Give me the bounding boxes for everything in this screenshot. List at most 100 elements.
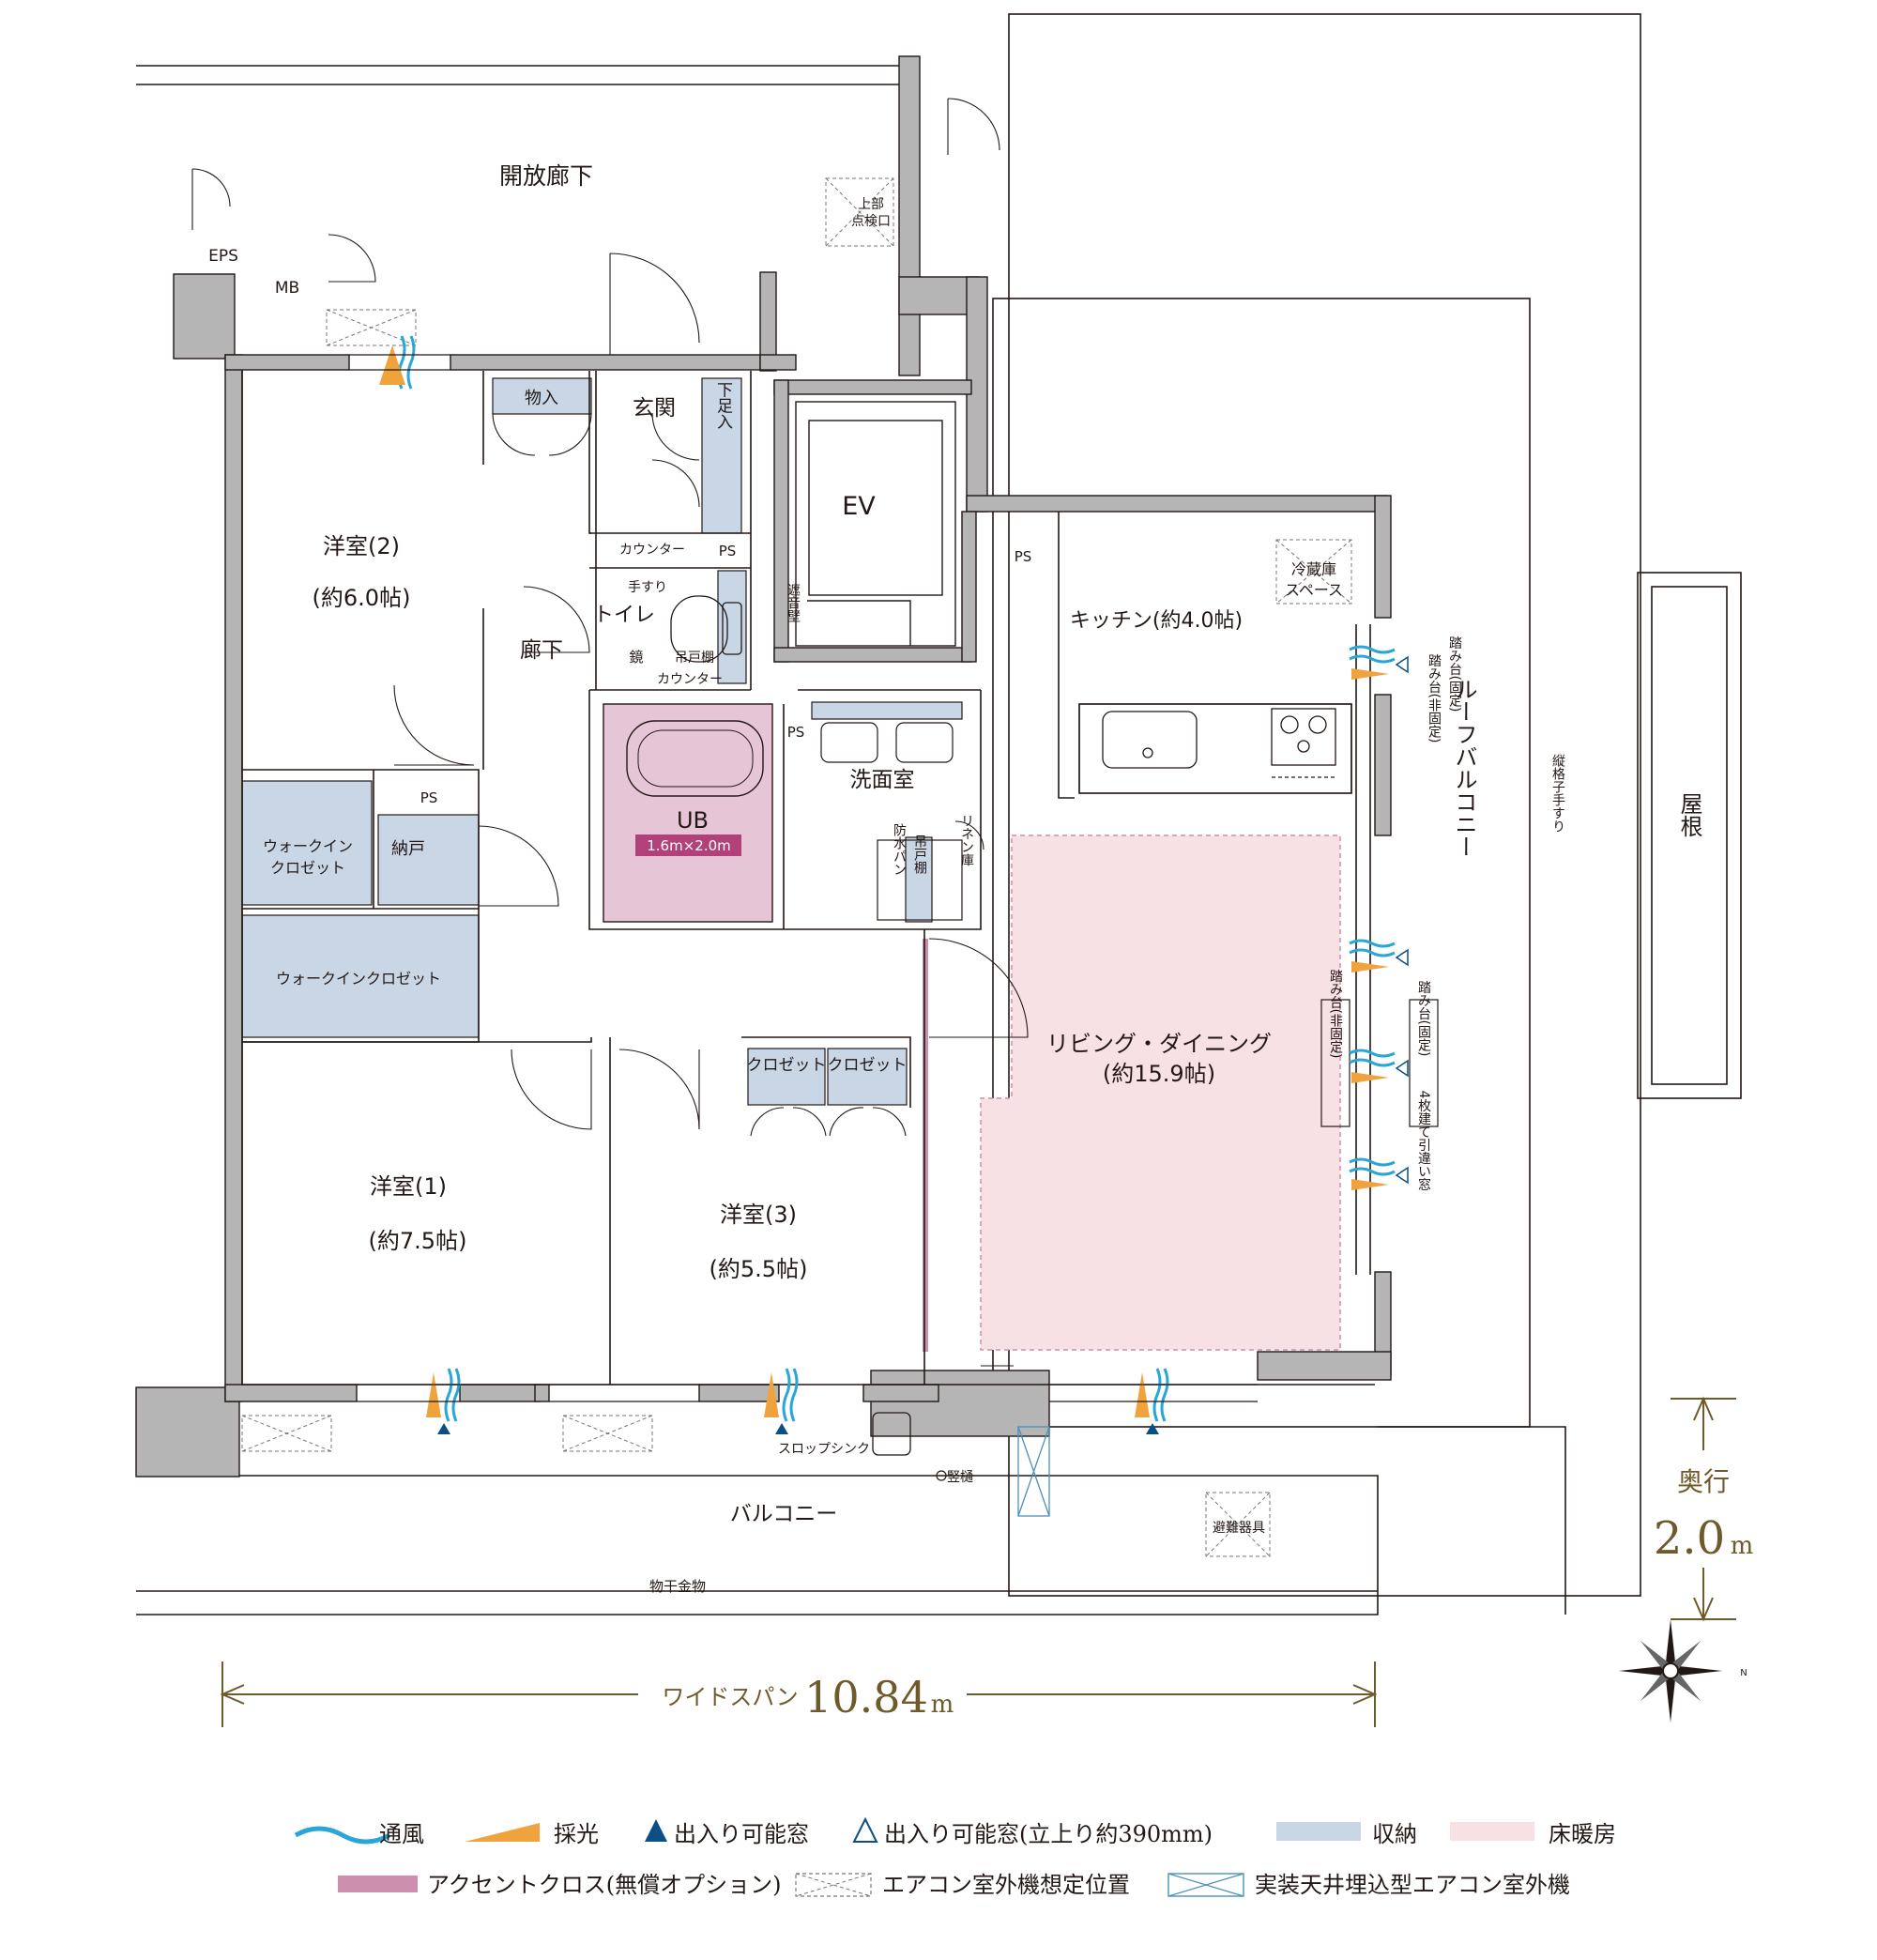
label-span-value: 10.84	[804, 1672, 928, 1723]
label-ld-name: リビング・ダイニング	[1046, 1031, 1272, 1057]
label-shoe-box: 下足入	[713, 382, 733, 430]
legend: 通風 採光 出入り可能窓 出入り可能窓(立上り約390mm) 収納 床暖房 アク…	[379, 1821, 1616, 1898]
label-ev: EV	[842, 492, 876, 521]
legend-door-window: 出入り可能窓	[674, 1821, 809, 1847]
label-western3-size: (約5.5帖)	[710, 1256, 808, 1282]
label-step-nonfixed-1: 踏み台(非固定)	[1427, 654, 1442, 743]
label-toilet: トイレ	[593, 604, 655, 627]
elevator	[795, 401, 956, 647]
ac-planned-positions	[241, 177, 1352, 1557]
label-ps-1: PS	[719, 543, 737, 559]
label-wic-1b: クロゼット	[270, 859, 345, 877]
label-fridge-1: 冷蔵庫	[1291, 560, 1336, 578]
label-fridge-2: スペース	[1285, 581, 1343, 599]
step-boxes	[1320, 999, 1439, 1127]
storage-fills	[241, 377, 963, 1106]
wash-basins	[820, 722, 954, 763]
label-step-fixed-2: 踏み台(固定)	[1416, 981, 1431, 1057]
label-counter-2: カウンター	[657, 672, 723, 687]
label-wall-cabinet-2: 吊戸棚	[912, 835, 927, 874]
label-ps-4: PS	[1015, 548, 1032, 565]
label-step-nonfixed-2: 踏み台(非固定)	[1328, 970, 1343, 1059]
label-sliding-window: 4枚建て引違い窓	[1416, 1091, 1431, 1191]
label-roof: 屋根	[1676, 792, 1702, 837]
label-span: ワイドスパン	[662, 1684, 798, 1710]
label-depth: 奥行	[1677, 1466, 1730, 1497]
label-western3-name: 洋室(3)	[720, 1202, 797, 1228]
label-closet-2: クロゼット	[828, 1056, 908, 1075]
doors	[191, 98, 1029, 1367]
label-mirror: 鏡	[629, 649, 643, 666]
label-western2-name: 洋室(2)	[323, 533, 400, 559]
label-span-unit: m	[931, 1691, 954, 1719]
label-linen: リネン庫	[959, 814, 974, 866]
legend-door-window-sill: 出入り可能窓(立上り約390mm)	[884, 1821, 1213, 1847]
label-laundry-hanger: 物干金物	[649, 1578, 706, 1595]
legend-swatches	[294, 1816, 1534, 1897]
interior-walls	[241, 371, 1375, 1386]
legend-accent-cloth: アクセントクロス(無償オプション)	[427, 1872, 782, 1898]
dimension-labels: ワイドスパン 10.84 m 奥行 2.0 m N	[662, 1466, 1753, 1723]
label-nando: 納戸	[391, 839, 425, 859]
label-counter-1: カウンター	[619, 543, 685, 558]
compass-icon	[1619, 1619, 1722, 1723]
ub-size-badge	[635, 835, 741, 856]
label-roof-balcony: ルーフバルコニー	[1451, 678, 1477, 858]
label-upper-hatch: 上部	[858, 197, 884, 212]
label-evac: 避難器具	[1213, 1521, 1265, 1536]
slop-sink	[872, 1412, 911, 1456]
label-wic-1a: ウォークイン	[263, 837, 353, 855]
walls	[135, 55, 1392, 1478]
label-western1-name: 洋室(1)	[370, 1173, 447, 1200]
label-handrail: 手すり	[628, 580, 667, 595]
label-ub: UB	[677, 807, 709, 834]
label-wic-2: ウォークインクロゼット	[276, 970, 441, 988]
legend-daylight: 採光	[554, 1821, 599, 1847]
label-ps-3: PS	[787, 724, 805, 741]
dimension-lines	[220, 1396, 1736, 1727]
window-marks	[379, 335, 1409, 1434]
label-ld-size: (約15.9帖)	[1103, 1061, 1215, 1087]
downpipe	[936, 1470, 947, 1481]
exterior-outlines	[136, 13, 1742, 1615]
label-step-fixed-1: 踏み台(固定)	[1447, 636, 1462, 712]
label-wall-cabinet-1: 吊戸棚	[675, 651, 714, 666]
legend-storage: 収納	[1372, 1821, 1417, 1847]
label-corridor-open: 開放廊下	[499, 162, 593, 190]
label-washroom: 洗面室	[850, 768, 915, 792]
label-western1-size: (約7.5帖)	[369, 1228, 467, 1254]
windows	[349, 354, 1258, 1402]
label-balcony: バルコニー	[730, 1502, 838, 1526]
label-upper-hatch-2: 点検口	[851, 214, 891, 229]
legend-ac-planned: エアコン室外機想定位置	[882, 1872, 1130, 1898]
label-eps: EPS	[208, 247, 238, 266]
ac-installed-unit	[1017, 1426, 1050, 1517]
label-slop-sink: スロップシンク	[778, 1442, 870, 1457]
legend-ac-installed: 実装天井埋込型エアコン室外機	[1255, 1872, 1570, 1898]
label-waterproof-pan: 防水パン	[892, 823, 907, 876]
label-kitchen: キッチン(約4.0帖)	[1070, 609, 1243, 633]
waterproof-pan	[877, 839, 963, 921]
legend-ventilation: 通風	[379, 1821, 424, 1847]
label-entrance: 玄関	[633, 396, 676, 421]
toilet-fixture	[670, 595, 742, 663]
label-ps-2: PS	[420, 789, 438, 806]
floor-heating-area	[980, 835, 1341, 1351]
label-ub-size: 1.6m×2.0m	[647, 837, 731, 854]
unit-bath	[603, 703, 773, 923]
label-sound-wall: 遮音壁	[786, 583, 801, 622]
label-mb: MB	[275, 279, 299, 298]
label-western2-size: (約6.0帖)	[313, 585, 411, 611]
accent-cloth-wall	[923, 939, 928, 1352]
label-lattice-rail: 縦格子手すり	[1550, 754, 1565, 833]
label-closet-1: クロゼット	[747, 1056, 827, 1075]
label-north: N	[1740, 1668, 1747, 1678]
kitchen-counter	[1078, 703, 1352, 794]
label-depth-unit: m	[1731, 1532, 1754, 1560]
label-downpipe: 竪樋	[947, 1470, 973, 1485]
legend-floor-heating: 床暖房	[1549, 1821, 1616, 1847]
label-depth-value: 2.0	[1654, 1512, 1725, 1565]
label-hallway: 廊下	[520, 638, 563, 663]
room-labels: 開放廊下 上部 点検口 EPS MB 物入 玄関 下足入 EV カウンター PS…	[208, 162, 1702, 1595]
